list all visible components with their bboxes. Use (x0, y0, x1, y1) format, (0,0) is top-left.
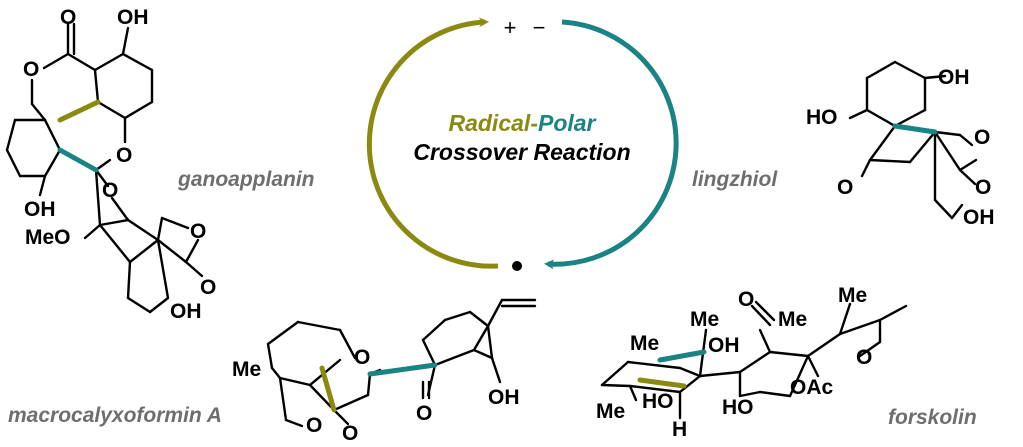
macrocalyxoformin-ketone-o: O (416, 402, 432, 425)
ganoapplanin-lactone2-co: O (200, 276, 216, 299)
macrocalyxoformin-ketal-o2: O (342, 422, 358, 445)
forskolin-me-bottom-left: Me (596, 400, 625, 423)
ganoapplanin-oh-ring: OH (170, 300, 202, 323)
title-radical: Radical (448, 110, 530, 136)
title-polar: Polar (538, 110, 597, 136)
lingzhiol-ketone-o: O (837, 176, 853, 199)
forskolin-polar-bond (657, 349, 707, 363)
name-macrocalyxoformin: macrocalyxoformin A (8, 404, 222, 427)
lingzhiol-oh-top: OH (938, 66, 970, 89)
name-lingzhiol: lingzhiol (692, 168, 778, 191)
ganoapplanin-lactone2-o: O (190, 220, 206, 243)
crossover-cycle: + − Radical-Polar Crossover Reaction (366, 15, 679, 271)
macrocalyxoformin-me: Me (232, 358, 261, 381)
polar-arc-arrow (544, 19, 679, 270)
reaction-title: Radical-Polar (448, 110, 596, 136)
forskolin-ho-left: HO (642, 390, 674, 413)
lingzhiol-lactone-o: O (974, 126, 990, 149)
forskolin-radical-bond (637, 377, 687, 389)
macrocalyxoformin-polar-bond (367, 362, 438, 377)
name-ganoapplanin: ganoapplanin (177, 168, 315, 191)
lingzhiol-ho-left: HO (806, 106, 838, 129)
structure-lingzhiol: OH HO O O O OH lingzhiol (692, 60, 995, 229)
ganoapplanin-oh-top: OH (117, 6, 149, 29)
structure-macrocalyxoformin: Me O O OH O O macrocalyxoformin A (8, 298, 537, 445)
forskolin-oh-top: OH (708, 334, 740, 357)
structure-forskolin: O Me Me Me OH Me O OAc Me HO HO H forsko… (596, 284, 977, 441)
lingzhiol-lactone-co: O (975, 176, 991, 199)
forskolin-ketone-o: O (738, 288, 754, 311)
forskolin-ring-o: O (856, 346, 872, 369)
plus-charge: + (504, 15, 517, 40)
radical-dot (512, 261, 522, 271)
title-dash: - (530, 110, 538, 136)
ganoapplanin-lactone-o: O (23, 58, 39, 81)
forskolin-me-mid: Me (690, 308, 719, 331)
ganoapplanin-radical-bond (57, 99, 101, 123)
macrocalyxoformin-ring-o: O (354, 346, 370, 369)
ganoapplanin-ether-o: O (116, 144, 132, 167)
ganoapplanin-polar-bond (57, 147, 99, 173)
structure-ganoapplanin: O OH O O O OH MeO O O OH ganoapplanin (5, 6, 315, 323)
forskolin-ho-mid: HO (722, 396, 754, 419)
ganoapplanin-meo: MeO (25, 226, 71, 249)
macrocalyxoformin-ketal-o1: O (306, 414, 322, 437)
forskolin-me-ring: Me (778, 308, 807, 331)
radical-arc-arrow (366, 17, 499, 269)
name-forskolin: forskolin (888, 406, 977, 429)
ganoapplanin-carbonyl-o: O (60, 6, 76, 29)
forskolin-me-left: Me (630, 332, 659, 355)
macrocalyxoformin-oh: OH (488, 386, 520, 409)
minus-charge: − (533, 15, 546, 40)
ganoapplanin-spiro-o: O (102, 179, 118, 202)
forskolin-oac: OAc (790, 376, 834, 399)
forskolin-h: H (672, 418, 687, 441)
lingzhiol-oh-bottom: OH (963, 206, 995, 229)
forskolin-me-top-right: Me (838, 284, 867, 307)
ganoapplanin-oh-bottom: OH (24, 198, 56, 221)
macrocalyxoformin-radical-bond (319, 365, 337, 413)
reaction-subtitle: Crossover Reaction (413, 139, 630, 165)
lingzhiol-polar-bond (892, 123, 938, 135)
